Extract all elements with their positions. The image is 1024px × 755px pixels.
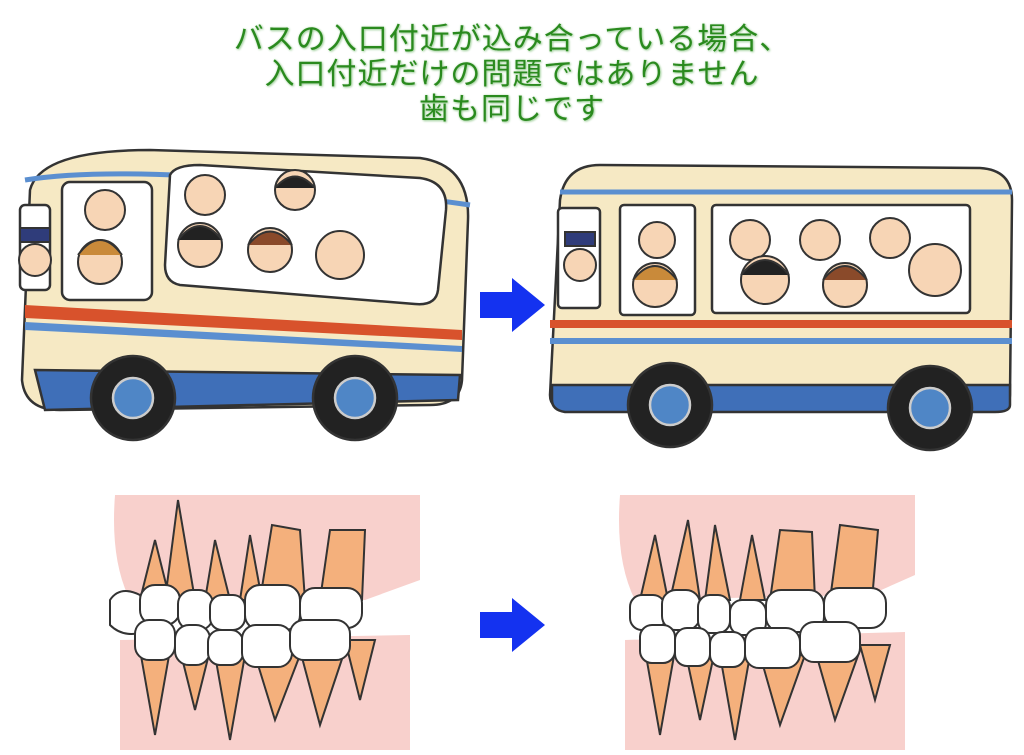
heading-line-3: 歯も同じです: [419, 92, 605, 127]
heading: バスの入口付近が込み合っている場合、 入口付近だけの問題ではありません 歯も同じ…: [0, 22, 1024, 127]
right-arrow-icon: [480, 278, 545, 332]
passenger-faces: [18, 169, 365, 285]
orderly-bus: [548, 163, 1014, 452]
passenger-faces-2: [563, 217, 962, 308]
heading-line-2: 入口付近だけの問題ではありません: [264, 57, 760, 92]
crowded-bus: [18, 148, 471, 442]
crowded-teeth: [109, 495, 420, 750]
right-arrow-icon: [480, 598, 545, 652]
aligned-teeth: [619, 495, 915, 750]
heading-line-1: バスの入口付近が込み合っている場合、: [233, 22, 791, 57]
